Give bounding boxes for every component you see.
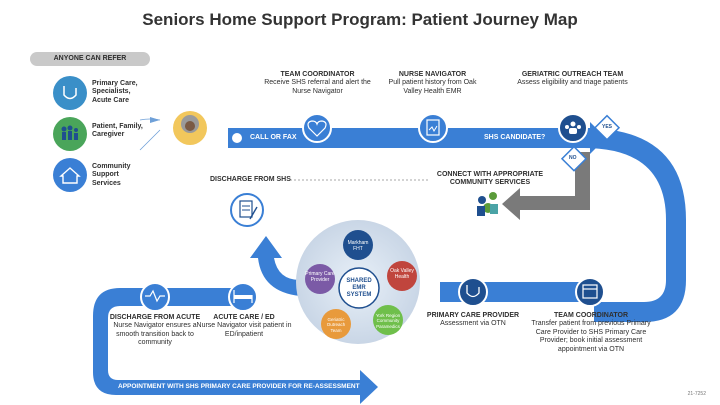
team-coordinator-bottom-circle bbox=[575, 277, 605, 307]
bottom-arrow-head bbox=[360, 370, 378, 404]
no-diamond bbox=[560, 145, 588, 172]
team-coordinator-top-desc: Receive SHS referral and alert the Nurse… bbox=[264, 79, 371, 95]
discharge-acute: DISCHARGE FROM ACUTE Nurse Navigator ens… bbox=[108, 314, 202, 348]
refer-item-3-label: Community Support Services bbox=[92, 163, 131, 187]
primary-care-desc: Assessment via OTN bbox=[440, 320, 506, 328]
heart-plus-icon bbox=[307, 120, 327, 137]
acute-care: ACUTE CARE / ED Nurse Navigator visit pa… bbox=[196, 314, 292, 339]
discharge-acute-desc: Nurse Navigator ensures a smooth transit… bbox=[113, 322, 197, 347]
team-coordinator-bottom-desc: Transfer patient from previous Primary C… bbox=[531, 320, 651, 353]
discharge-acute-title: DISCHARGE FROM ACUTE bbox=[109, 314, 201, 321]
bottom-band-label: APPOINTMENT WITH SHS PRIMARY CARE PROVID… bbox=[118, 383, 360, 390]
footer-code: 21-7252 bbox=[687, 391, 706, 397]
page-title: Seniors Home Support Program: Patient Jo… bbox=[142, 10, 578, 29]
phone-icon bbox=[232, 133, 242, 143]
shs-candidate-label: SHS CANDIDATE? bbox=[484, 134, 546, 141]
emr-node-markham-label: Markham FHT bbox=[347, 240, 369, 252]
primary-care: PRIMARY CARE PROVIDER Assessment via OTN bbox=[420, 312, 526, 329]
acute-care-desc: Nurse Navigator visit patient in ED/inpa… bbox=[196, 322, 292, 338]
primary-care-title: PRIMARY CARE PROVIDER bbox=[426, 312, 520, 319]
emr-node-oakvalley bbox=[387, 261, 417, 291]
heart-monitor-icon bbox=[145, 289, 165, 303]
refer-circle-3 bbox=[53, 158, 87, 192]
call-or-fax-label: CALL OR FAX bbox=[250, 134, 297, 141]
yes-diamond bbox=[593, 114, 621, 141]
yes-label: YES bbox=[602, 124, 613, 130]
clipboard-icon bbox=[426, 119, 440, 136]
refer-circle-1 bbox=[53, 76, 87, 110]
geriatric-outreach-desc: Assess eligibility and triage patients bbox=[517, 79, 628, 87]
stethoscope-icon bbox=[63, 86, 77, 100]
document-pen-icon bbox=[239, 200, 258, 220]
emr-center-label: SHARED EMR SYSTEM bbox=[346, 278, 372, 299]
primary-care-circle bbox=[458, 277, 488, 307]
refer-item-2-label: Patient, Family, Caregiver bbox=[92, 123, 143, 139]
team-icon bbox=[565, 121, 581, 134]
emr-center bbox=[338, 267, 380, 309]
nurse-navigator: NURSE NAVIGATOR Pull patient history fro… bbox=[385, 71, 480, 96]
emr-node-oakvalley-label: Oak Valley Health bbox=[390, 268, 414, 280]
team-coordinator-bottom: TEAM COORDINATOR Transfer patient from p… bbox=[530, 312, 652, 354]
right-flow-arc bbox=[584, 128, 686, 322]
connect-community-label: CONNECT WITH APPROPRIATE COMMUNITY SERVI… bbox=[436, 171, 544, 187]
team-coordinator-top-circle bbox=[302, 113, 332, 143]
bottom-flow-band bbox=[93, 288, 360, 395]
team-coordinator-top-title: TEAM COORDINATOR bbox=[280, 71, 355, 78]
team-coordinator-bottom-title: TEAM COORDINATOR bbox=[553, 312, 629, 319]
team-coordinator-top: TEAM COORDINATOR Receive SHS referral an… bbox=[260, 71, 375, 96]
no-label: NO bbox=[569, 155, 577, 161]
calendar-icon bbox=[582, 284, 598, 299]
up-curve-arrow bbox=[250, 236, 300, 296]
hospital-bed-icon bbox=[233, 290, 253, 303]
yes-arrow bbox=[590, 122, 606, 154]
nurse-navigator-title: NURSE NAVIGATOR bbox=[398, 71, 467, 78]
stethoscope-icon-primary bbox=[466, 285, 480, 298]
family-icon bbox=[61, 125, 78, 140]
emr-node-geriatric-label: Geriatric Outreach Team bbox=[326, 317, 346, 333]
geriatric-outreach-title: GERIATRIC OUTREACH TEAM bbox=[521, 71, 624, 78]
house-icon bbox=[59, 167, 81, 184]
emr-node-geriatric bbox=[321, 309, 351, 339]
geriatric-outreach: GERIATRIC OUTREACH TEAM Assess eligibili… bbox=[505, 71, 640, 88]
emr-node-york bbox=[373, 305, 403, 335]
no-arrow bbox=[502, 152, 590, 220]
discharge-from-shs-label: DISCHARGE FROM SHS bbox=[210, 176, 291, 183]
emr-node-markham bbox=[343, 230, 373, 260]
anyone-can-refer: ANYONE CAN REFER bbox=[30, 52, 150, 66]
emr-node-primary-label: Primary Care Provider bbox=[305, 271, 335, 283]
acute-care-title: ACUTE CARE / ED bbox=[213, 314, 275, 321]
refer-item-1-label: Primary Care, Specialists, Acute Care bbox=[92, 80, 138, 104]
emr-node-primary bbox=[305, 264, 335, 294]
community-services-icon bbox=[477, 192, 498, 216]
emr-node-york-label: York Region Community Paramedics bbox=[375, 313, 401, 329]
nurse-navigator-desc: Pull patient history from Oak Valley Hea… bbox=[388, 79, 477, 95]
